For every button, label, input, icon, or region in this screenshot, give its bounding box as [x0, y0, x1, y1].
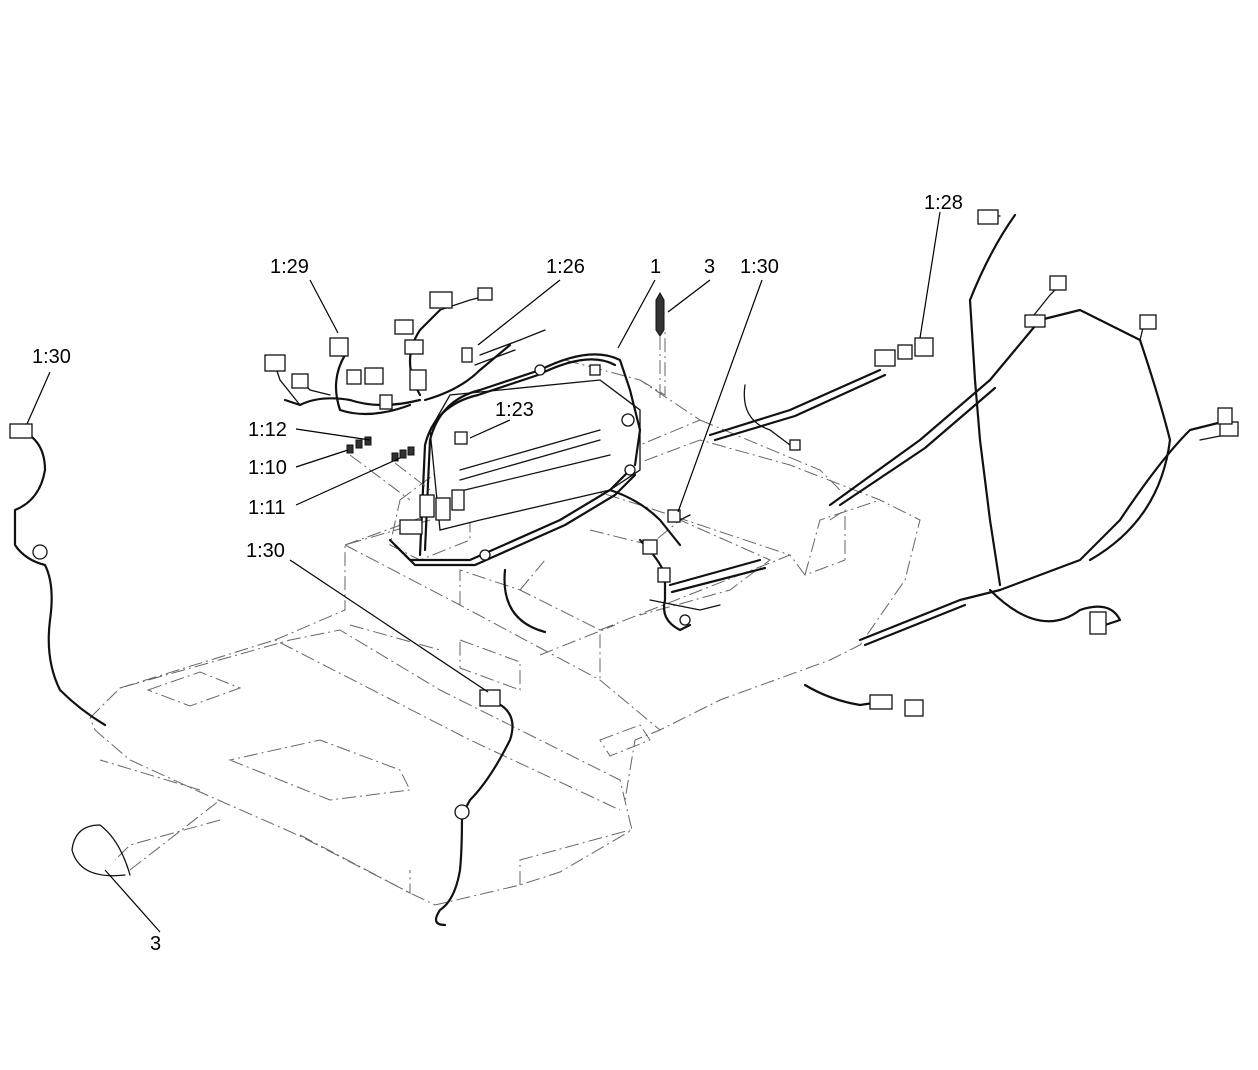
- diode-icon: [391, 452, 399, 462]
- connector-icon: [897, 344, 913, 360]
- grommet-icon: [621, 413, 635, 427]
- connector-icon: [1049, 275, 1067, 291]
- diode-icon: [407, 446, 415, 456]
- callout-label: 1:23: [495, 399, 534, 421]
- connector-icon: [657, 567, 671, 583]
- connector-icon: [435, 497, 451, 521]
- connector-icon: [461, 347, 473, 363]
- left-harness: [9, 423, 107, 727]
- cable-tie-top: [655, 291, 665, 400]
- connector-icon: [914, 337, 934, 357]
- connector-icon: [364, 367, 384, 385]
- connector-icon: [9, 423, 33, 439]
- connector-icon: [329, 337, 349, 357]
- grommet-icon: [454, 804, 470, 820]
- cable-tie-bottom: [71, 799, 221, 877]
- diode-icon: [364, 436, 372, 446]
- connector-icon: [667, 509, 681, 523]
- connector-icon: [789, 439, 801, 451]
- connector-icon: [477, 287, 493, 301]
- connector-icon: [429, 291, 453, 309]
- chassis-frame: [89, 330, 921, 906]
- connector-icon: [419, 494, 435, 518]
- connector-icon: [589, 364, 601, 376]
- grommet-icon: [32, 544, 48, 560]
- connector-icon: [874, 349, 896, 367]
- callout-label: 1:29: [270, 256, 309, 278]
- connector-icon: [409, 369, 427, 391]
- callout-label: 1:10: [248, 457, 287, 479]
- callout-label: 1:30: [246, 540, 285, 562]
- connector-icon: [264, 354, 286, 372]
- connector-icon: [1139, 314, 1157, 330]
- connector-icon: [454, 431, 468, 445]
- grommet-icon: [534, 364, 546, 376]
- connector-icon: [346, 369, 362, 385]
- callout-label: 1: [650, 256, 661, 278]
- connector-icon: [291, 373, 309, 389]
- connector-icon: [479, 689, 501, 707]
- callout-label: 1:30: [740, 256, 779, 278]
- diode-icon: [346, 444, 354, 454]
- connector-icon: [642, 539, 658, 555]
- middle-harness: [434, 689, 514, 927]
- center-harness: [638, 509, 767, 632]
- callout-label: 1:28: [924, 192, 963, 214]
- upper-connector-bundle: [264, 287, 546, 416]
- diode-icon: [399, 449, 407, 459]
- callout-label: 3: [150, 933, 161, 955]
- callout-label: 1:26: [546, 256, 585, 278]
- connector-icon: [1089, 611, 1107, 635]
- connector-icon: [451, 489, 465, 511]
- callout-labels: 1:29 1:26 1 3 1:30 1:28 1:23 1:12 1:10 1…: [32, 192, 963, 955]
- connector-icon: [379, 394, 393, 410]
- connector-icon: [404, 339, 424, 355]
- relay-group: [346, 436, 431, 501]
- grommet-icon: [679, 614, 691, 626]
- callout-label: 3: [704, 256, 715, 278]
- grommet-icon: [479, 549, 491, 561]
- right-harness: [708, 209, 1239, 717]
- callout-label: 1:11: [248, 497, 285, 519]
- leader-lines: [26, 211, 941, 933]
- connector-icon: [1024, 314, 1046, 328]
- console-panel: [388, 353, 682, 634]
- connector-icon: [904, 699, 924, 717]
- connector-icon: [399, 519, 423, 535]
- connector-icon: [1217, 407, 1233, 425]
- connector-icon: [977, 209, 999, 225]
- diode-icon: [355, 439, 363, 449]
- connector-icon: [869, 694, 893, 710]
- connector-icon: [394, 319, 414, 335]
- callout-label: 1:30: [32, 346, 71, 368]
- grommet-icon: [624, 464, 636, 476]
- callout-label: 1:12: [248, 419, 287, 441]
